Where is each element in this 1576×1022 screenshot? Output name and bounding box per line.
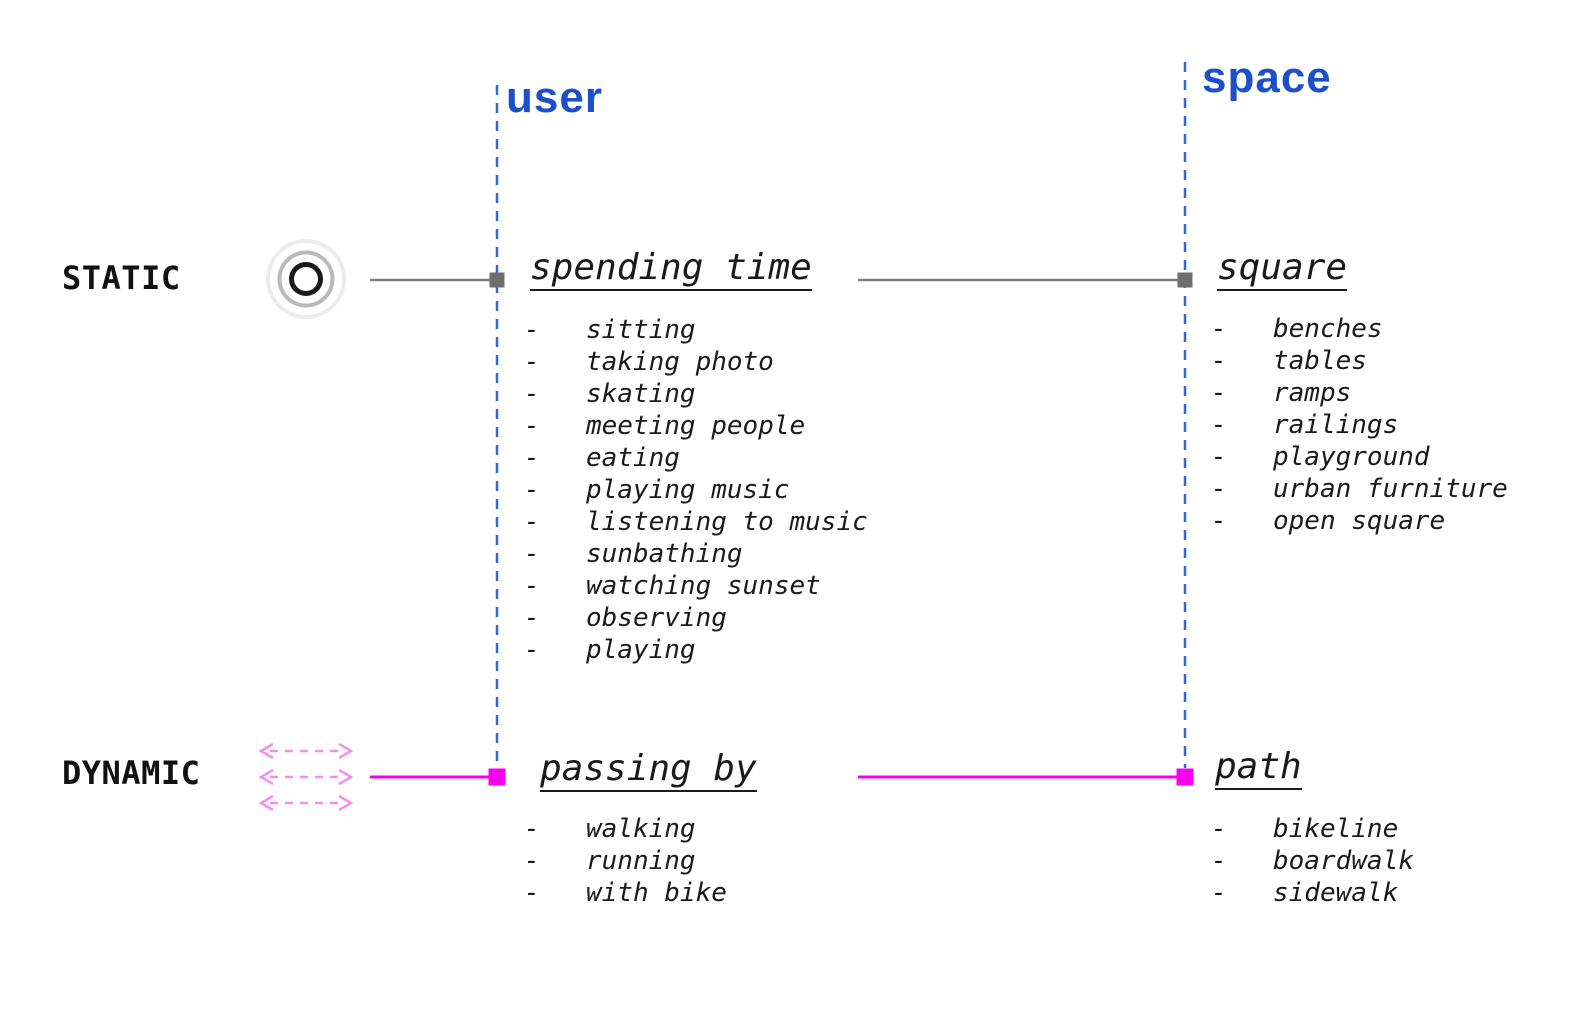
list-item-label: listening to music bbox=[586, 507, 868, 537]
list-item-label: benches bbox=[1273, 314, 1383, 344]
list-item: - sunbathing bbox=[524, 538, 868, 570]
bullet-dash: - bbox=[1211, 474, 1227, 504]
list-item: - railings bbox=[1211, 409, 1508, 441]
list-item: - playing bbox=[524, 634, 868, 666]
list-item-label: sunbathing bbox=[586, 539, 743, 569]
list-item-label: watching sunset bbox=[586, 571, 821, 601]
bullet-dash: - bbox=[524, 878, 540, 908]
dynamic-right-marker bbox=[1176, 768, 1194, 786]
list-item: - meeting people bbox=[524, 410, 868, 442]
bullet-dash: - bbox=[524, 411, 540, 441]
list-item-label: skating bbox=[586, 379, 696, 409]
list-item-label: playing music bbox=[586, 475, 790, 505]
bullet-dash: - bbox=[1211, 506, 1227, 536]
static-left-marker bbox=[489, 272, 505, 288]
list-item: - bikeline bbox=[1211, 813, 1414, 845]
static-space-list: - benches - tables - ramps - railings - … bbox=[1211, 313, 1508, 537]
bullet-dash: - bbox=[524, 571, 540, 601]
list-item: - sidewalk bbox=[1211, 877, 1414, 909]
dynamic-row-label: DYNAMIC bbox=[62, 754, 201, 792]
list-item-label: meeting people bbox=[586, 411, 806, 441]
space-column-header: space bbox=[1202, 53, 1332, 102]
list-item-label: boardwalk bbox=[1273, 846, 1414, 876]
list-item-label: with bike bbox=[586, 878, 727, 908]
list-item: - urban furniture bbox=[1211, 473, 1508, 505]
list-item-label: bikeline bbox=[1273, 814, 1399, 844]
list-item: - observing bbox=[524, 602, 868, 634]
bullet-dash: - bbox=[524, 539, 540, 569]
bullet-dash: - bbox=[524, 603, 540, 633]
bullet-dash: - bbox=[1211, 410, 1227, 440]
list-item: - watching sunset bbox=[524, 570, 868, 602]
list-item: - tables bbox=[1211, 345, 1508, 377]
static-right-marker bbox=[1177, 272, 1193, 288]
bullet-dash: - bbox=[1211, 346, 1227, 376]
bullet-dash: - bbox=[524, 846, 540, 876]
list-item-label: walking bbox=[586, 814, 696, 844]
list-item: - with bike bbox=[524, 877, 727, 909]
bullet-dash: - bbox=[1211, 378, 1227, 408]
list-item-label: sitting bbox=[586, 315, 696, 345]
bullet-dash: - bbox=[524, 635, 540, 665]
user-column-header: user bbox=[506, 73, 603, 122]
list-item-label: running bbox=[586, 846, 696, 876]
list-item: - playground bbox=[1211, 441, 1508, 473]
bullet-dash: - bbox=[524, 507, 540, 537]
list-item: - benches bbox=[1211, 313, 1508, 345]
dynamic-user-heading: passing by bbox=[540, 751, 757, 792]
static-row-label: STATIC bbox=[62, 259, 181, 297]
static-user-heading: spending time bbox=[530, 250, 812, 291]
bullet-dash: - bbox=[524, 379, 540, 409]
list-item-label: playing bbox=[586, 635, 696, 665]
list-item: - skating bbox=[524, 378, 868, 410]
list-item: - taking photo bbox=[524, 346, 868, 378]
dashed-arrow bbox=[258, 742, 354, 760]
list-item: - ramps bbox=[1211, 377, 1508, 409]
dashed-arrow bbox=[258, 794, 354, 812]
list-item-label: taking photo bbox=[586, 347, 774, 377]
list-item-label: open square bbox=[1273, 506, 1446, 536]
dynamic-user-list: - walking - running - with bike bbox=[524, 813, 727, 909]
bullet-dash: - bbox=[524, 443, 540, 473]
list-item-label: eating bbox=[586, 443, 680, 473]
list-item: - walking bbox=[524, 813, 727, 845]
bullet-dash: - bbox=[1211, 314, 1227, 344]
list-item: - open square bbox=[1211, 505, 1508, 537]
bullet-dash: - bbox=[1211, 878, 1227, 908]
bullet-dash: - bbox=[524, 475, 540, 505]
static-user-list: - sitting - taking photo - skating - mee… bbox=[524, 314, 868, 666]
concentric-circles-icon bbox=[266, 239, 346, 319]
list-item: - running bbox=[524, 845, 727, 877]
list-item-label: railings bbox=[1273, 410, 1399, 440]
dynamic-space-list: - bikeline - boardwalk - sidewalk bbox=[1211, 813, 1414, 909]
bullet-dash: - bbox=[524, 814, 540, 844]
list-item-label: playground bbox=[1273, 442, 1430, 472]
bullet-dash: - bbox=[1211, 814, 1227, 844]
list-item: - boardwalk bbox=[1211, 845, 1414, 877]
list-item: - listening to music bbox=[524, 506, 868, 538]
list-item: - sitting bbox=[524, 314, 868, 346]
static-space-heading: square bbox=[1217, 250, 1348, 291]
dynamic-space-heading: path bbox=[1215, 749, 1302, 790]
list-item: - eating bbox=[524, 442, 868, 474]
dynamic-left-marker bbox=[488, 768, 506, 786]
list-item-label: urban furniture bbox=[1273, 474, 1508, 504]
bullet-dash: - bbox=[524, 347, 540, 377]
list-item-label: tables bbox=[1273, 346, 1367, 376]
dashed-arrow bbox=[258, 768, 354, 786]
bullet-dash: - bbox=[1211, 846, 1227, 876]
bullet-dash: - bbox=[1211, 442, 1227, 472]
dashed-arrows-icon bbox=[258, 742, 354, 812]
list-item: - playing music bbox=[524, 474, 868, 506]
list-item-label: ramps bbox=[1273, 378, 1352, 408]
bullet-dash: - bbox=[524, 315, 540, 345]
list-item-label: sidewalk bbox=[1273, 878, 1399, 908]
list-item-label: observing bbox=[586, 603, 727, 633]
